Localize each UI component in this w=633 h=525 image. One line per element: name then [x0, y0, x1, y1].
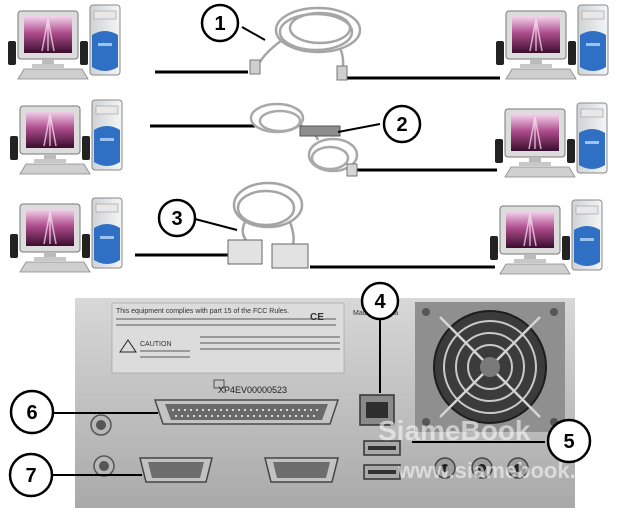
computer-icon: [495, 4, 609, 80]
callout-6: 6: [9, 389, 55, 435]
svg-text:2: 2: [396, 114, 407, 136]
callout-2: 2: [382, 104, 422, 144]
fan-grille-icon: [415, 302, 565, 432]
parallel-cable-coil: [227, 181, 309, 269]
crossover-cable-coil: [249, 102, 359, 177]
computer-icon: [494, 102, 608, 178]
callout-1: 1: [200, 3, 240, 43]
computer-icon: [7, 4, 121, 80]
watermark-title: SiameBook: [378, 415, 531, 446]
svg-text:7: 7: [25, 465, 36, 487]
callout-5: 5: [546, 418, 592, 464]
parallel-port: [153, 399, 340, 425]
computer-icon: [9, 99, 123, 175]
svg-text:3: 3: [171, 208, 182, 230]
svg-text:6: 6: [26, 402, 37, 424]
vga-port: [139, 457, 213, 483]
computer-icon: [489, 199, 603, 275]
caution-title: CAUTION: [140, 341, 172, 348]
callout-7: 7: [8, 452, 54, 498]
svg-text:4: 4: [374, 291, 386, 313]
svg-text:5: 5: [563, 431, 574, 453]
pc-back-panel: This equipment complies with part 15 of …: [75, 298, 621, 508]
watermark-url: www.siamebook.com: [397, 458, 621, 483]
callout-3: 3: [157, 198, 197, 238]
warning-icon: [119, 339, 137, 353]
computer-icon: [9, 197, 123, 273]
svg-text:1: 1: [214, 13, 225, 35]
serial-number: XP4EV00000523: [218, 385, 287, 395]
vga-port: [264, 457, 339, 483]
ce-mark-icon: CE: [310, 312, 324, 323]
callout-4: 4: [360, 281, 400, 321]
fcc-notice: This equipment complies with part 15 of …: [116, 308, 289, 315]
usb-cable-coil: [249, 6, 362, 81]
